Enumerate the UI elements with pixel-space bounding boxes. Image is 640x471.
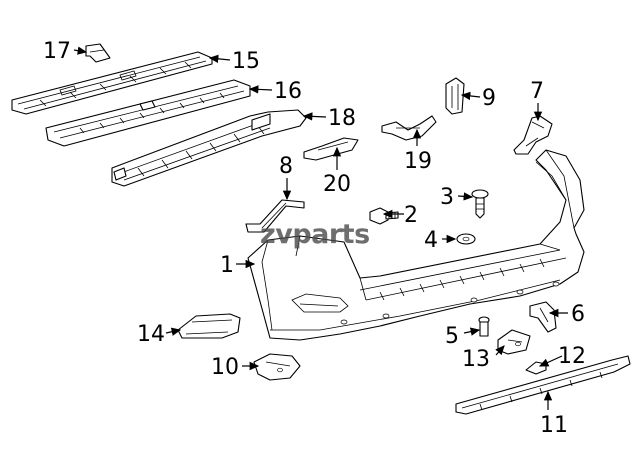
callout-12: 12 [558,344,586,369]
part-10-bracket [253,353,301,381]
part-9-bracket [445,77,465,115]
callout-11: 11 [540,413,568,438]
part-2-bolt [369,207,399,225]
callout-14: 14 [137,322,165,347]
part-6-bracket [529,301,557,333]
callout-13: 13 [462,347,490,372]
callout-7: 7 [530,79,544,104]
part-4-washer [456,233,476,245]
part-20-bracket [303,137,359,161]
callout-18: 18 [328,106,356,131]
callout-20: 20 [323,172,351,197]
callout-6: 6 [571,302,585,327]
part-17-bracket [85,43,111,63]
part-11-spoiler [455,355,631,415]
part-14-reflector [177,313,241,339]
callout-1: 1 [220,253,234,278]
watermark-text: zvparts [260,219,370,250]
leader-lines [73,46,568,410]
part-19-bracket [381,115,437,141]
part-8-bracket [245,199,305,233]
part-18-absorber [111,109,307,187]
part-5-clip [478,316,490,337]
part-1-bumper-cover [247,149,585,341]
callout-9: 9 [482,86,496,111]
callout-3: 3 [440,185,454,210]
part-16-absorber [45,79,251,147]
part-15-absorber [11,51,213,115]
callout-labels: 17 15 16 18 20 19 9 7 8 2 3 4 1 6 5 13 1… [43,39,586,438]
callout-19: 19 [404,149,432,174]
part-3-clip [471,189,489,219]
callout-16: 16 [274,79,302,104]
callout-15: 15 [232,49,260,74]
callout-8: 8 [279,154,293,179]
callout-10: 10 [211,355,239,380]
callout-5: 5 [445,324,459,349]
callout-17: 17 [43,39,71,64]
part-13-bracket [497,329,531,355]
part-7-bracket [513,115,553,155]
callout-2: 2 [404,203,418,228]
callout-4: 4 [424,228,438,253]
part-12-clip [525,361,547,375]
